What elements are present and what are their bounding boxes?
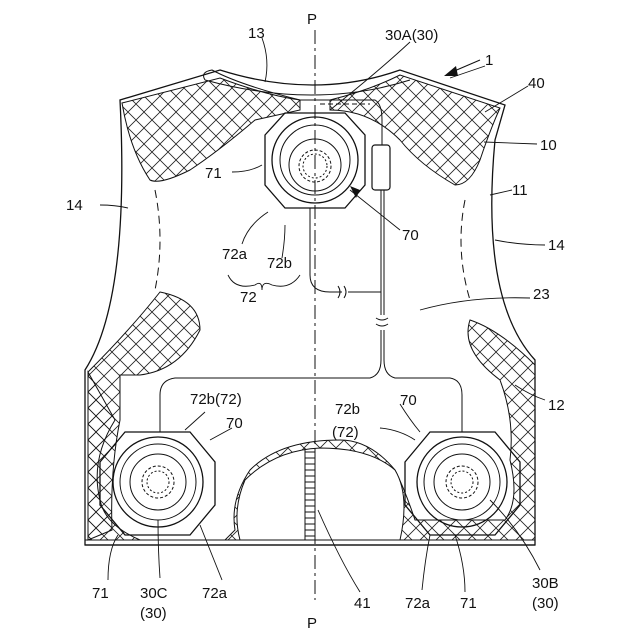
label-71-br: 71 bbox=[460, 595, 477, 612]
label-30A: 30A(30) bbox=[385, 27, 438, 44]
side-seam-right bbox=[461, 200, 470, 300]
label-40: 40 bbox=[528, 75, 545, 92]
label-30B: 30B bbox=[532, 575, 559, 592]
side-seam-left bbox=[155, 190, 160, 290]
label-p-top: P bbox=[307, 11, 317, 28]
label-1: 1 bbox=[485, 52, 493, 69]
label-23: 23 bbox=[533, 286, 550, 303]
label-14-right: 14 bbox=[548, 237, 565, 254]
unit-30C bbox=[100, 432, 215, 535]
label-70-right: 70 bbox=[400, 392, 417, 409]
label-41: 41 bbox=[354, 595, 371, 612]
label-71-top: 71 bbox=[205, 165, 222, 182]
label-72b-right: 72b bbox=[335, 401, 360, 418]
label-70-top: 70 bbox=[402, 227, 419, 244]
label-72-right: (72) bbox=[332, 424, 359, 441]
label-p-bottom: P bbox=[307, 615, 317, 632]
label-70-left: 70 bbox=[226, 415, 243, 432]
label-14-left: 14 bbox=[66, 197, 83, 214]
label-30C: 30C bbox=[140, 585, 168, 602]
label-71-bl: 71 bbox=[92, 585, 109, 602]
label-72b72-left: 72b(72) bbox=[190, 391, 242, 408]
label-72a-bl: 72a bbox=[202, 585, 228, 602]
label-72a-top: 72a bbox=[222, 246, 248, 263]
label-30B-sub: (30) bbox=[532, 595, 559, 612]
label-72a-br: 72a bbox=[405, 595, 431, 612]
label-30C-sub: (30) bbox=[140, 605, 167, 622]
label-12: 12 bbox=[548, 397, 565, 414]
label-10: 10 bbox=[540, 137, 557, 154]
label-72b-top: 72b bbox=[267, 255, 292, 272]
mesh-shoulder-right bbox=[330, 75, 500, 185]
label-72-top: 72 bbox=[240, 289, 257, 306]
label-13: 13 bbox=[248, 25, 265, 42]
label-11: 11 bbox=[512, 182, 528, 199]
